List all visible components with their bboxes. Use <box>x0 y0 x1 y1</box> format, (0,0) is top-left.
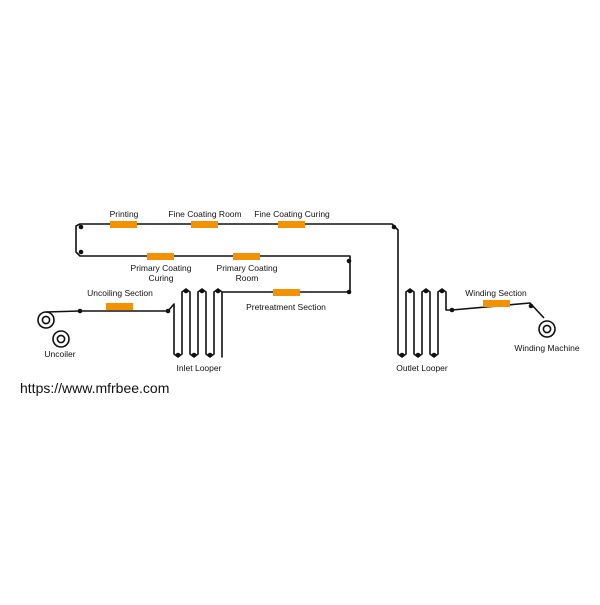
roller <box>78 224 84 230</box>
roller <box>346 258 352 264</box>
label-winding-section: Winding Section <box>465 288 527 298</box>
uncoiler-coil-outer-1 <box>37 311 55 329</box>
roller <box>191 352 197 358</box>
roller <box>215 288 221 294</box>
uncoiler-coil-inner-2 <box>56 334 66 344</box>
roller <box>346 289 352 295</box>
uncoiler-coils <box>37 311 70 348</box>
roller <box>207 352 213 358</box>
roller <box>449 307 455 313</box>
roller <box>399 352 405 358</box>
label-uncoiling-section: Uncoiling Section <box>87 288 153 298</box>
roller <box>78 249 84 255</box>
winding-coil-outer <box>538 320 556 338</box>
label-primary-coating-room-line2: Room <box>236 273 259 283</box>
winding-machine-coil <box>538 320 556 338</box>
primary-coating-room-unit <box>233 253 260 260</box>
primary-coating-curing-unit <box>147 253 174 260</box>
roller <box>391 224 397 230</box>
uncoiler-coil-inner-1 <box>41 315 51 325</box>
roller <box>183 288 189 294</box>
roller <box>423 288 429 294</box>
roller <box>407 288 413 294</box>
roller <box>439 288 445 294</box>
winding-section-unit <box>483 300 510 307</box>
label-printing: Printing <box>110 209 139 219</box>
label-primary-coating-room-line1: Primary Coating <box>217 263 278 273</box>
watermark-url: https://www.mfrbee.com <box>20 380 169 396</box>
fine-coating-curing-unit <box>278 221 305 228</box>
label-inlet-looper: Inlet Looper <box>177 363 222 373</box>
roller <box>77 308 83 314</box>
uncoiling-section-unit <box>106 303 133 310</box>
labels: Printing Fine Coating Room Fine Coating … <box>44 209 579 373</box>
label-fine-coating-room: Fine Coating Room <box>168 209 241 219</box>
printing-unit <box>110 221 137 228</box>
roller <box>415 352 421 358</box>
roller <box>165 308 171 314</box>
fine-coating-room-unit <box>191 221 218 228</box>
label-pretreatment-section: Pretreatment Section <box>246 302 326 312</box>
strip-path <box>45 223 545 358</box>
label-winding-machine: Winding Machine <box>514 343 579 353</box>
process-units <box>106 221 510 310</box>
winding-coil-inner <box>542 324 552 334</box>
label-primary-coating-curing-line1: Primary Coating <box>131 263 192 273</box>
uncoiler-coil-outer-2 <box>52 330 70 348</box>
roller <box>528 303 534 309</box>
label-outlet-looper: Outlet Looper <box>396 363 448 373</box>
label-primary-coating-curing-line2: Curing <box>148 273 173 283</box>
label-fine-coating-curing: Fine Coating Curing <box>254 209 330 219</box>
roller <box>175 352 181 358</box>
rollers <box>77 224 534 358</box>
pretreatment-section-unit <box>273 289 300 296</box>
roller <box>199 288 205 294</box>
label-uncoiler: Uncoiler <box>44 349 75 359</box>
roller <box>431 352 437 358</box>
